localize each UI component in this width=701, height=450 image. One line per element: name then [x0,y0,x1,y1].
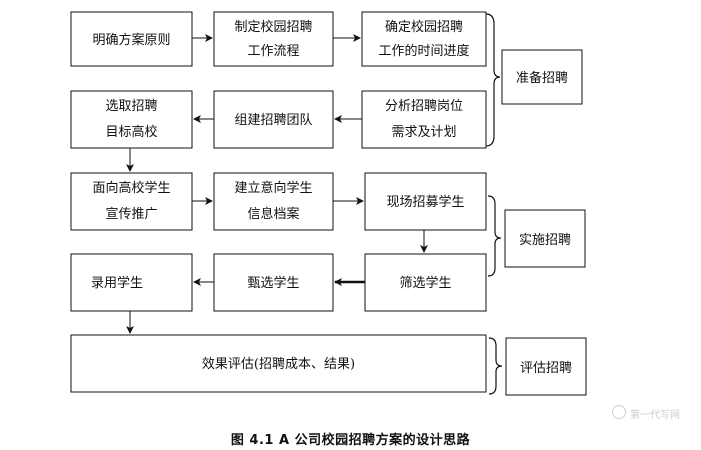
node-define-principles-label: 明确方案原则 [92,32,170,48]
node-onsite-recruit-label: 现场招募学生 [386,194,464,210]
node-select-universities-line1: 选取招聘 [105,99,157,114]
brace-prepare [485,13,501,147]
node-set-schedule: 确定校园招聘 工作的时间进度 [361,11,487,67]
node-evaluate-effect: 效果评估(招聘成本、结果) [70,334,487,393]
node-campus-promotion-line1: 面向高校学生 [92,180,170,196]
node-campus-promotion-line2: 宣传推广 [105,206,157,222]
node-select-candidates-label: 甄选学生 [247,275,299,291]
phase-evaluate: 评估招聘 [505,337,587,396]
phase-evaluate-label: 评估招聘 [520,361,572,376]
watermark-text: 第一代写网 [630,410,680,421]
node-analyze-positions-line2: 需求及计划 [391,125,456,140]
phase-prepare: 准备招聘 [501,49,583,105]
node-onsite-recruit: 现场招募学生 [364,172,487,231]
node-hire-students: 录用学生 [70,253,193,312]
node-set-workflow-line2: 工作流程 [247,44,299,59]
watermark: 第一代写网 [612,404,696,422]
node-evaluate-effect-label: 效果评估(招聘成本、结果) [202,357,355,372]
node-set-schedule-line2: 工作的时间进度 [378,43,469,59]
brace-implement [487,195,502,277]
node-set-schedule-line1: 确定校园招聘 [385,19,463,35]
node-build-team-label: 组建招聘团队 [234,113,312,128]
phase-prepare-label: 准备招聘 [516,70,568,86]
brace-evaluate [488,337,503,395]
node-define-principles: 明确方案原则 [70,11,193,67]
node-set-workflow-line1: 制定校园招聘 [234,19,312,35]
phase-implement: 实施招聘 [504,209,586,268]
watermark-logo-icon [612,405,626,419]
node-student-records-line1: 建立意向学生 [234,180,312,196]
node-student-records-line2: 信息档案 [247,206,299,222]
figure-caption: 图 4.1 A 公司校园招聘方案的设计思路 [230,433,471,448]
node-analyze-positions: 分析招聘岗位 需求及计划 [361,90,487,149]
node-hire-students-label: 录用学生 [91,275,143,291]
node-campus-promotion: 面向高校学生 宣传推广 [70,172,193,231]
node-screen-students-label: 筛选学生 [399,275,451,291]
node-screen-students: 筛选学生 [364,253,487,312]
phase-implement-label: 实施招聘 [519,233,571,248]
node-select-universities: 选取招聘 目标高校 [70,90,193,149]
node-set-workflow: 制定校园招聘 工作流程 [213,11,334,67]
node-select-universities-line2: 目标高校 [105,124,157,140]
node-analyze-positions-line1: 分析招聘岗位 [385,99,463,114]
node-select-candidates: 甄选学生 [213,253,334,312]
node-build-team: 组建招聘团队 [213,90,334,149]
node-student-records: 建立意向学生 信息档案 [213,172,334,231]
